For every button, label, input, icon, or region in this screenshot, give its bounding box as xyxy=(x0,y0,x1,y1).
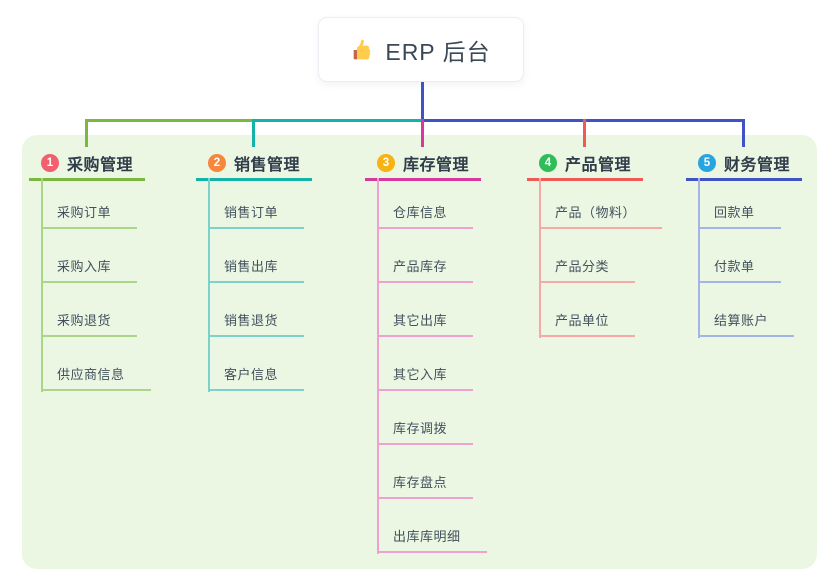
branch-number-badge: 2 xyxy=(208,154,226,172)
branch-trunk-line-3 xyxy=(377,178,379,554)
child-item[interactable]: 其它出库 xyxy=(377,310,474,337)
root-title: ERP 后台 xyxy=(385,38,491,65)
child-row: 其它入库 xyxy=(377,337,474,391)
branch-header-1[interactable]: 1 采购管理 xyxy=(29,148,146,181)
branch-number-badge: 5 xyxy=(698,154,716,172)
child-item[interactable]: 产品分类 xyxy=(539,256,636,283)
child-item[interactable]: 出库库明细 xyxy=(377,526,487,553)
branch-number-badge: 4 xyxy=(539,154,557,172)
bus-segment-green xyxy=(86,119,255,122)
branch-children-5: 回款单付款单结算账户 xyxy=(698,181,795,337)
child-item[interactable]: 采购订单 xyxy=(41,202,138,229)
branch-drop-line-5 xyxy=(741,119,745,147)
child-row: 结算账户 xyxy=(698,283,795,337)
thumbs-up-icon xyxy=(354,39,371,59)
child-row: 付款单 xyxy=(698,229,781,283)
child-row: 销售订单 xyxy=(208,181,305,229)
branch-title: 库存管理 xyxy=(403,157,470,174)
child-row: 采购入库 xyxy=(41,229,138,283)
child-item[interactable]: 结算账户 xyxy=(698,310,795,337)
branch-number-badge: 1 xyxy=(41,154,59,172)
child-row: 库存调拨 xyxy=(377,391,474,445)
branch-children-4: 产品（物料） 产品分类产品单位 xyxy=(539,181,663,337)
child-item[interactable]: 采购退货 xyxy=(41,310,138,337)
child-item[interactable]: 客户信息 xyxy=(208,364,305,391)
child-item[interactable]: 产品单位 xyxy=(539,310,636,337)
branch-trunk-line-5 xyxy=(698,178,700,338)
branch-title: 采购管理 xyxy=(67,157,134,174)
branch-trunk-line-2 xyxy=(208,178,210,392)
child-item[interactable]: 销售退货 xyxy=(208,310,305,337)
child-row: 采购退货 xyxy=(41,283,138,337)
child-item[interactable]: 库存盘点 xyxy=(377,472,474,499)
root-connector-line xyxy=(420,82,424,122)
branch-title: 销售管理 xyxy=(234,157,301,174)
branch-number-badge: 3 xyxy=(377,154,395,172)
child-item[interactable]: 采购入库 xyxy=(41,256,138,283)
child-row: 库存盘点 xyxy=(377,445,474,499)
child-row: 采购订单 xyxy=(41,181,138,229)
branch-drop-line-3 xyxy=(420,119,424,147)
branch-drop-line-2 xyxy=(251,119,255,147)
bus-segment-teal xyxy=(253,119,424,122)
branch-children-2: 销售订单销售出库销售退货客户信息 xyxy=(208,181,305,391)
branches-panel xyxy=(22,135,817,569)
child-row: 产品库存 xyxy=(377,229,474,283)
branch-drop-line-1 xyxy=(84,119,88,147)
child-item[interactable]: 其它入库 xyxy=(377,364,474,391)
child-item[interactable]: 付款单 xyxy=(698,256,781,283)
branch-children-1: 采购订单采购入库采购退货供应商信息 xyxy=(41,181,151,391)
child-row: 供应商信息 xyxy=(41,337,151,391)
branch-trunk-line-1 xyxy=(41,178,43,392)
child-row: 出库库明细 xyxy=(377,499,487,553)
child-row: 产品分类 xyxy=(539,229,636,283)
branch-title: 财务管理 xyxy=(724,157,791,174)
child-row: 其它出库 xyxy=(377,283,474,337)
child-row: 回款单 xyxy=(698,181,781,229)
child-item[interactable]: 销售出库 xyxy=(208,256,305,283)
child-item[interactable]: 供应商信息 xyxy=(41,364,151,391)
child-item[interactable]: 产品库存 xyxy=(377,256,474,283)
branch-header-5[interactable]: 5 财务管理 xyxy=(686,148,803,181)
child-row: 产品单位 xyxy=(539,283,636,337)
root-node[interactable]: ERP 后台 xyxy=(318,17,524,82)
child-row: 产品（物料） xyxy=(539,181,663,229)
branch-trunk-line-4 xyxy=(539,178,541,338)
child-item[interactable]: 仓库信息 xyxy=(377,202,474,229)
child-item[interactable]: 回款单 xyxy=(698,202,781,229)
branch-children-3: 仓库信息产品库存其它出库其它入库库存调拨库存盘点出库库明细 xyxy=(377,181,487,553)
branch-header-2[interactable]: 2 销售管理 xyxy=(196,148,313,181)
child-row: 销售出库 xyxy=(208,229,305,283)
branch-header-4[interactable]: 4 产品管理 xyxy=(527,148,644,181)
child-row: 仓库信息 xyxy=(377,181,474,229)
branch-title: 产品管理 xyxy=(565,157,632,174)
branch-drop-line-4 xyxy=(582,119,586,147)
branch-header-3[interactable]: 3 库存管理 xyxy=(365,148,482,181)
child-row: 销售退货 xyxy=(208,283,305,337)
child-row: 客户信息 xyxy=(208,337,305,391)
child-item[interactable]: 产品（物料） xyxy=(539,202,663,229)
child-item[interactable]: 库存调拨 xyxy=(377,418,474,445)
child-item[interactable]: 销售订单 xyxy=(208,202,305,229)
